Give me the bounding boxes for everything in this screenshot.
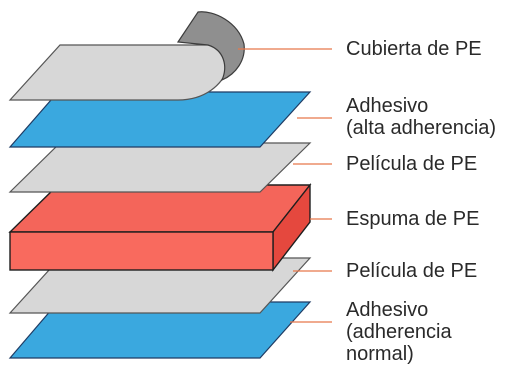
layer-adhesivo-alta [8,91,312,148]
label-espuma: Espuma de PE [346,208,479,230]
label-line: (adherencia [346,321,452,343]
label-line: Adhesivo [346,299,429,321]
label-cubierta: Cubierta de PE [346,38,482,60]
cover-curl [176,11,245,82]
leader-lines [238,48,332,323]
layer-cubierta [8,11,245,101]
label-line: Película de PE [346,260,478,282]
label-line: Película de PE [346,153,478,175]
label-line: Cubierta de PE [346,38,482,60]
label-line: Adhesivo [346,95,429,117]
label-pelicula-1: Película de PE [346,153,477,175]
label-line: (alta adherencia) [346,117,497,139]
label-adhesivo-alta: Adhesivo (alta adherencia) [346,95,496,139]
layer-espuma [8,182,312,273]
layer-pelicula-1 [8,142,312,193]
label-adhesivo-normal: Adhesivo (adherencia normal) [346,299,452,365]
label-pelicula-2: Película de PE [346,260,477,282]
label-line: Espuma de PE [346,208,480,230]
label-line: normal) [346,343,414,365]
